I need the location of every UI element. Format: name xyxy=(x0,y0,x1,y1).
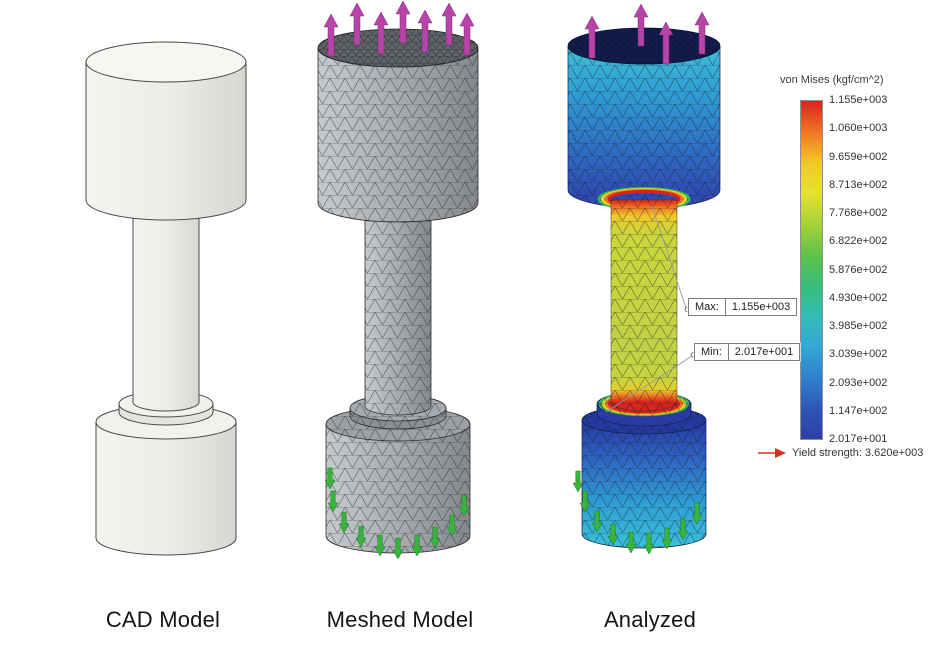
legend-tick: 5.876e+002 xyxy=(829,263,888,276)
yield-arrow-icon xyxy=(758,448,786,458)
legend-tick: 2.093e+002 xyxy=(829,376,888,389)
legend-tick: 1.155e+003 xyxy=(829,94,888,106)
legend-tick: 3.039e+002 xyxy=(829,348,888,361)
max-callout-value: 1.155e+003 xyxy=(731,301,791,313)
max-callout: Max: 1.155e+003 xyxy=(688,298,798,316)
meshed-model xyxy=(317,0,479,560)
fixture-arrow-icon xyxy=(572,470,584,493)
legend-tick: 1.060e+003 xyxy=(829,122,888,135)
cad-model xyxy=(85,41,247,556)
legend-colorbar xyxy=(800,100,823,440)
max-callout-label: Max: xyxy=(689,299,726,315)
legend-tick: 1.147e+002 xyxy=(829,404,888,417)
analyzed-model xyxy=(567,3,721,555)
legend-tick: 2.017e+001 xyxy=(829,433,888,445)
legend-tick: 4.930e+002 xyxy=(829,291,888,304)
legend-tick: 7.768e+002 xyxy=(829,207,888,219)
legend-tick: 6.822e+002 xyxy=(829,235,888,248)
analyzed-model-label: Analyzed xyxy=(603,607,697,632)
min-callout-label: Min: xyxy=(695,344,729,360)
yield-strength-marker: Yield strength: 3.620e+003 xyxy=(757,447,923,459)
legend-title: von Mises (kgf/cm^2) xyxy=(780,74,884,86)
meshed-model-label: Meshed Model xyxy=(326,607,474,632)
legend-ticks: 1.155e+003 1.060e+003 9.659e+002 8.713e+… xyxy=(829,94,887,445)
legend-tick: 3.985e+002 xyxy=(829,320,888,332)
min-callout: Min: 2.017e+001 xyxy=(694,343,801,361)
legend-tick: 9.659e+002 xyxy=(829,150,888,163)
legend-tick: 8.713e+002 xyxy=(829,178,888,191)
cad-model-label: CAD Model xyxy=(105,607,221,632)
min-callout-value: 2.017e+001 xyxy=(734,346,794,358)
yield-strength-label: Yield strength: 3.620e+003 xyxy=(792,447,924,459)
